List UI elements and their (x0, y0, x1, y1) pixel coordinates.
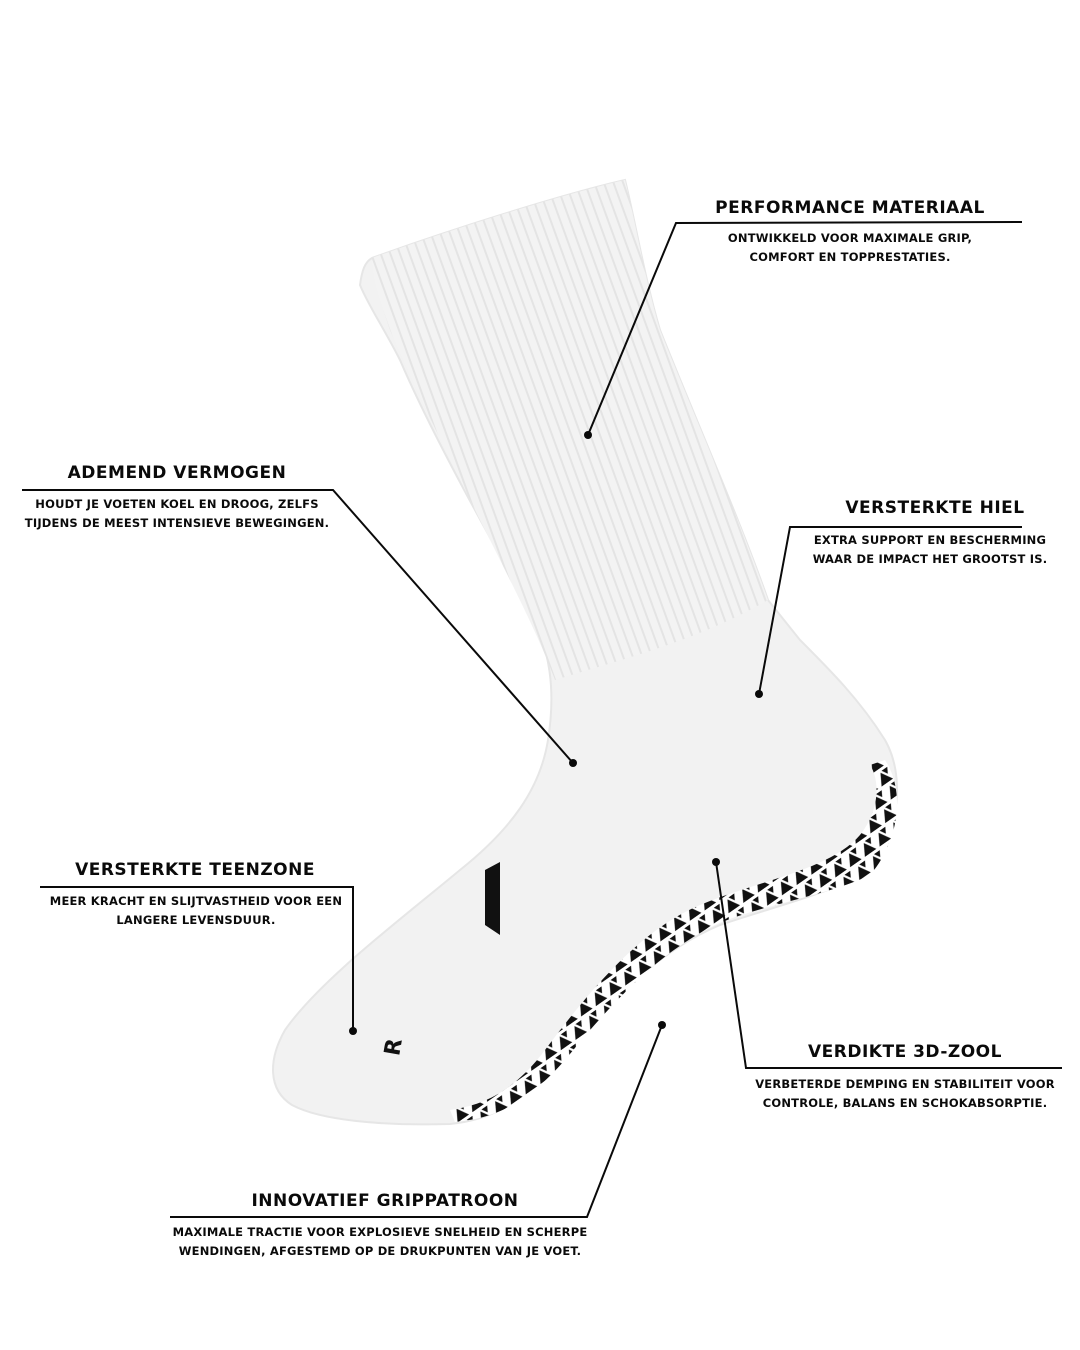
dot-performance (584, 431, 592, 439)
desc-line: TIJDENS DE MEEST INTENSIEVE BEWEGINGEN. (24, 516, 330, 530)
dot-ademend (569, 759, 577, 767)
callout-teenzone-desc: MEER KRACHT EN SLIJTVASTHEID VOOR EEN LAN… (34, 892, 358, 930)
desc-line: WAAR DE IMPACT HET GROOTST IS. (812, 552, 1048, 566)
desc-line: WENDINGEN, AFGESTEMD OP DE DRUKPUNTEN VA… (178, 1244, 582, 1258)
leader-ademend (22, 489, 574, 764)
leader-performance (587, 221, 1023, 436)
callout-performance-title: PERFORMANCE MATERIAAL (715, 198, 985, 218)
callout-grip-desc: MAXIMALE TRACTIE VOOR EXPLOSIEVE SNELHEI… (160, 1223, 600, 1261)
desc-line: CONTROLE, BALANS EN SCHOKABSORPTIE. (762, 1096, 1048, 1110)
dot-grip (658, 1021, 666, 1029)
tongue-stripe (485, 862, 500, 935)
callout-hiel-title: VERSTERKTE HIEL (845, 498, 1025, 518)
desc-line: ONTWIKKELD VOOR MAXIMALE GRIP, (727, 231, 973, 245)
desc-line: MEER KRACHT EN SLIJTVASTHEID VOOR EEN (49, 894, 343, 908)
logo-mark: R (380, 1037, 408, 1058)
leader-hiel (758, 526, 1022, 695)
callout-grip-title: INNOVATIEF GRIPPATROON (251, 1191, 519, 1211)
leader-dots (349, 431, 763, 1035)
desc-line: MAXIMALE TRACTIE VOOR EXPLOSIEVE SNELHEI… (172, 1225, 588, 1239)
grip-pattern (450, 760, 897, 1122)
leader-zool (715, 861, 1062, 1069)
dot-zool (712, 858, 720, 866)
desc-line: COMFORT EN TOPPRESTATIES. (749, 250, 951, 264)
desc-line: LANGERE LEVENSDUUR. (116, 913, 276, 927)
sock: R (272, 178, 898, 1126)
dot-hiel (755, 690, 763, 698)
callout-zool-title: VERDIKTE 3D-ZOOL (808, 1042, 1002, 1062)
dot-teenzone (349, 1027, 357, 1035)
sock-cuff-ribbing (372, 180, 768, 680)
callout-zool-desc: VERBETERDE DEMPING EN STABILITEIT VOOR CO… (745, 1075, 1065, 1113)
desc-line: EXTRA SUPPORT EN BESCHERMING (813, 533, 1047, 547)
callout-teenzone-title: VERSTERKTE TEENZONE (75, 860, 315, 880)
callout-ademend-desc: HOUDT JE VOETEN KOEL EN DROOG, ZELFS TIJD… (14, 495, 340, 533)
callout-performance-desc: ONTWIKKELD VOOR MAXIMALE GRIP, COMFORT EN… (700, 229, 1000, 267)
callout-hiel-desc: EXTRA SUPPORT EN BESCHERMING WAAR DE IMPA… (800, 531, 1060, 569)
callout-ademend-title: ADEMEND VERMOGEN (67, 463, 287, 483)
leader-lines (22, 221, 1062, 1218)
desc-line: VERBETERDE DEMPING EN STABILITEIT VOOR (755, 1077, 1055, 1091)
leader-grip (170, 1024, 663, 1218)
desc-line: HOUDT JE VOETEN KOEL EN DROOG, ZELFS (35, 497, 319, 511)
leader-teenzone (40, 886, 354, 1031)
